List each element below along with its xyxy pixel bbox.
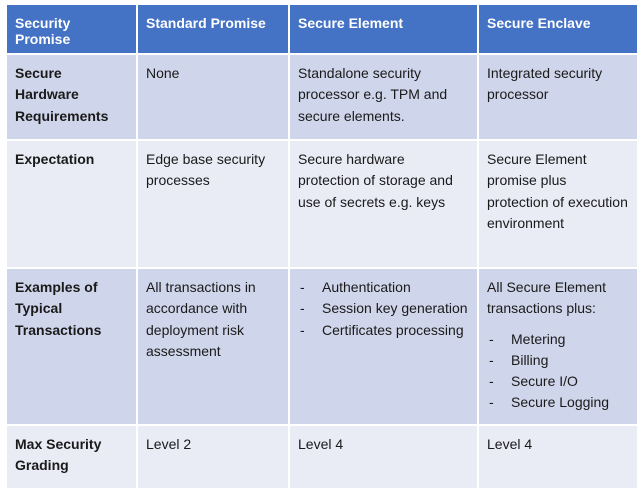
cell-enclave-transactions: All Secure Element transactions plus: -M… <box>477 267 639 426</box>
cell-enclave-hardware: Integrated security processor <box>477 53 639 141</box>
row-label-hardware-requirements: Secure Hardware Requirements <box>5 53 138 141</box>
list-item-text: Certificates processing <box>322 321 464 338</box>
header-secure-element: Secure Element <box>288 3 479 55</box>
header-row: Security Promise Standard Promise Secure… <box>5 3 639 55</box>
cell-enclave-expectation: Secure Element promise plus protection o… <box>477 139 639 269</box>
enclave-transactions-list: -Metering -Billing -Secure I/O -Secure L… <box>487 329 629 414</box>
list-item: -Metering <box>487 329 629 350</box>
header-security-promise: Security Promise <box>5 3 138 55</box>
bullet-dash: - <box>489 394 494 411</box>
cell-element-transactions: -Authentication -Session key generation … <box>288 267 479 426</box>
cell-enclave-grading: Level 4 <box>477 424 639 490</box>
list-item: -Billing <box>487 350 629 371</box>
comparison-table-container: Security Promise Standard Promise Secure… <box>5 3 639 490</box>
bullet-dash: - <box>300 321 305 338</box>
table-row: Secure Hardware Requirements None Standa… <box>5 53 639 141</box>
bullet-dash: - <box>489 373 494 390</box>
list-item: -Secure Logging <box>487 392 629 413</box>
list-item-text: Session key generation <box>322 300 468 317</box>
bullet-dash: - <box>489 330 494 347</box>
list-item: - Authentication <box>298 277 469 298</box>
element-transactions-list: -Authentication -Session key generation … <box>298 277 469 341</box>
table-row: Max Security Grading Level 2 Level 4 Lev… <box>5 424 639 490</box>
table-row: Examples of Typical Transactions All tra… <box>5 267 639 426</box>
list-item: -Certificates processing <box>298 320 469 341</box>
cell-element-expectation: Secure hardware protection of storage an… <box>288 139 479 269</box>
header-standard-promise: Standard Promise <box>136 3 290 55</box>
list-item: -Secure I/O <box>487 371 629 392</box>
cell-standard-expectation: Edge base security processes <box>136 139 290 269</box>
row-label-max-security-grading: Max Security Grading <box>5 424 138 490</box>
list-item-text: Secure Logging <box>511 394 610 411</box>
list-item-text: Metering <box>511 330 566 347</box>
row-label-expectation: Expectation <box>5 139 138 269</box>
cell-standard-hardware: None <box>136 53 290 141</box>
cell-element-grading: Level 4 <box>288 424 479 490</box>
bullet-dash: - <box>300 300 305 317</box>
bullet-dash: - <box>300 279 305 295</box>
list-item-text: Authentication <box>322 279 411 295</box>
cell-element-hardware: Standalone security processor e.g. TPM a… <box>288 53 479 141</box>
list-item: -Session key generation <box>298 298 469 319</box>
security-promise-table: Security Promise Standard Promise Secure… <box>5 3 639 490</box>
enclave-transactions-intro: All Secure Element transactions plus: <box>487 279 607 317</box>
list-item-text: Secure I/O <box>511 373 578 390</box>
header-secure-enclave: Secure Enclave <box>477 3 639 55</box>
bullet-dash: - <box>489 351 494 368</box>
cell-standard-transactions: All transactions in accordance with depl… <box>136 267 290 426</box>
list-item-text: Billing <box>511 351 549 368</box>
row-label-typical-transactions: Examples of Typical Transactions <box>5 267 138 426</box>
table-row: Expectation Edge base security processes… <box>5 139 639 269</box>
cell-standard-grading: Level 2 <box>136 424 290 490</box>
